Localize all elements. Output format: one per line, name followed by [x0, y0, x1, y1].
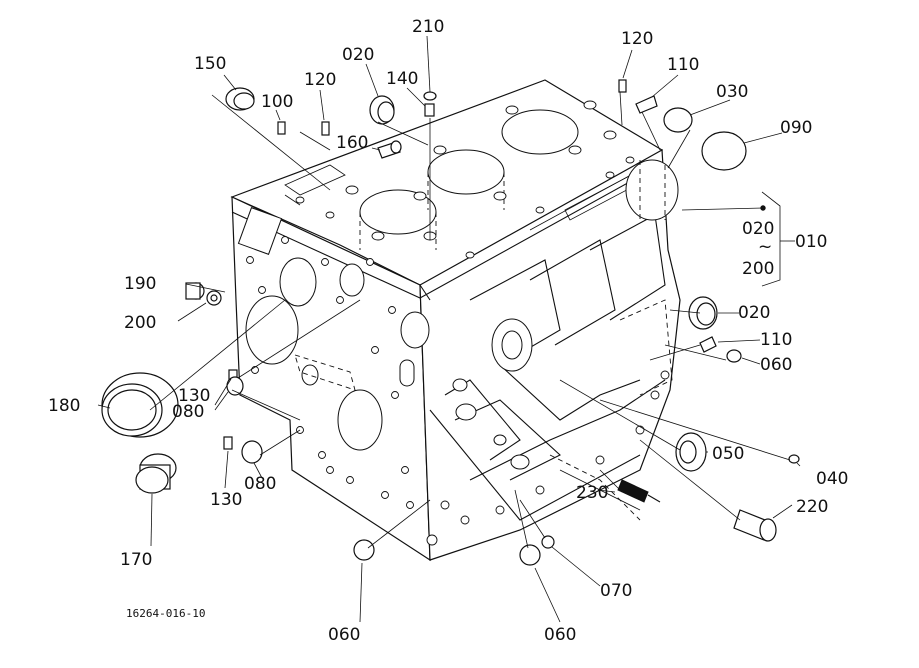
- callout-030: 030: [716, 82, 748, 102]
- hidden-lines: [294, 299, 673, 521]
- callout-080-upper: 080: [172, 402, 204, 422]
- callout-130-upper: 130: [178, 386, 210, 406]
- callout-180: 180: [48, 396, 80, 416]
- callout-060-right: 060: [760, 355, 792, 375]
- callout-230: 230: [576, 483, 608, 503]
- leader-lines: [97, 35, 801, 623]
- loose-parts: [101, 79, 800, 566]
- callout-210: 210: [412, 17, 444, 37]
- callout-150: 150: [194, 54, 226, 74]
- callout-190: 190: [124, 274, 156, 294]
- callout-170: 170: [120, 550, 152, 570]
- callout-160: 160: [336, 133, 368, 153]
- callout-110-right: 110: [760, 330, 792, 350]
- crankcase-block: [230, 79, 681, 562]
- callout-060-bottom-left: 060: [328, 625, 360, 645]
- callout-200-bracket: 200: [742, 259, 774, 279]
- callout-020-right: 020: [738, 303, 770, 323]
- callout-040: 040: [816, 469, 848, 489]
- callout-080-lower: 080: [244, 474, 276, 494]
- callout-130-lower: 130: [210, 490, 242, 510]
- callout-110-top: 110: [667, 55, 699, 75]
- callout-120-right: 120: [621, 29, 653, 49]
- callout-020-top: 020: [342, 45, 374, 65]
- bracket-tilde: ~: [758, 237, 772, 257]
- callout-050: 050: [712, 444, 744, 464]
- callout-070: 070: [600, 581, 632, 601]
- callout-090: 090: [780, 118, 812, 138]
- callout-200-left: 200: [124, 313, 156, 333]
- callout-010: 010: [795, 232, 827, 252]
- callout-020-bracket: 020: [742, 219, 774, 239]
- callout-120-left: 120: [304, 70, 336, 90]
- callout-labels: 210 020 140 120 150 100 160 120 110 030 …: [48, 17, 848, 645]
- figure-number: 16264-016-10: [126, 607, 205, 620]
- callout-220: 220: [796, 497, 828, 517]
- callout-140: 140: [386, 69, 418, 89]
- callout-060-bottom-right: 060: [544, 625, 576, 645]
- callout-100: 100: [261, 92, 293, 112]
